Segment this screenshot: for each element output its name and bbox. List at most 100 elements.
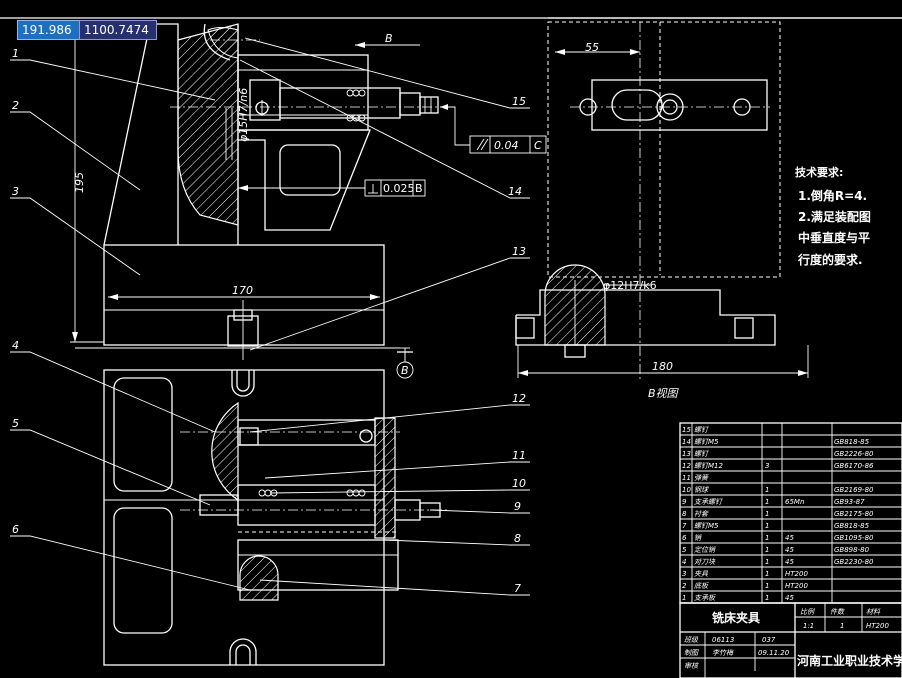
b-view [515, 21, 809, 380]
bom-no: 10 [682, 486, 691, 494]
title-block-checked-label: 审核 [684, 662, 699, 670]
datum-b-symbol: B [396, 351, 414, 379]
requirement-line-3: 中垂直度与平 [798, 230, 870, 245]
bom-name: 夹具 [694, 570, 709, 578]
requirement-line-1: 1.倒角R=4. [798, 188, 867, 203]
bom-standard: GB818-85 [834, 438, 870, 446]
bom-name: 螺钉M12 [694, 462, 723, 470]
perpendicularity-datum: B [415, 182, 423, 195]
bom-name: 衬套 [694, 510, 709, 518]
bom-row: 5 定位销 1 45 GB898-80 [682, 546, 870, 554]
dim-195-label: 195 [73, 172, 86, 193]
bom-material: HT200 [785, 582, 808, 590]
bom-no: 13 [682, 450, 691, 458]
coordinate-y-readout[interactable]: 1100.7474 [79, 20, 157, 40]
part-number-7: 7 [514, 582, 521, 595]
bom-material: 45 [785, 546, 794, 554]
datum-b-label: B [401, 364, 409, 377]
requirement-line-2: 2.满足装配图 [798, 209, 871, 224]
bom-qty: 1 [765, 510, 769, 518]
part-number-3: 3 [12, 185, 19, 198]
part-leaders [10, 37, 530, 596]
part-number-2: 2 [12, 99, 19, 112]
bom-standard: GB2226-80 [834, 450, 874, 458]
part-number-9: 9 [514, 500, 521, 513]
title-block-date: 09.11.20 [758, 649, 790, 657]
title-block-scale: 1:1 [803, 622, 814, 630]
bom-name: 支承板 [694, 594, 716, 602]
bom-name: 底板 [694, 582, 709, 590]
b-view-caption: B视图 [648, 387, 680, 400]
part-number-10: 10 [512, 477, 526, 490]
bom-qty: 1 [765, 546, 769, 554]
bom-name: 钢球 [694, 486, 709, 494]
bom-standard: GB898-80 [834, 546, 870, 554]
bom-qty: 1 [765, 594, 769, 602]
bom-no: 3 [682, 570, 686, 578]
top-view [103, 369, 450, 666]
part-number-8: 8 [514, 532, 521, 545]
parallelism-tolerance-frame: 0.04 C [469, 135, 547, 154]
bom-no: 15 [682, 426, 691, 434]
bom-no: 8 [682, 510, 687, 518]
dim-170-label: 170 [232, 284, 253, 297]
bom-standard: GB818-85 [834, 522, 870, 530]
parallelism-datum: C [534, 139, 542, 152]
bom-material: 45 [785, 558, 794, 566]
requirement-line-4: 行度的要求. [797, 252, 863, 267]
perpendicularity-tolerance-frame: 0.025 B [364, 179, 426, 197]
part-number-6: 6 [12, 523, 19, 536]
part-number-1: 1 [12, 47, 19, 60]
front-view [103, 23, 450, 360]
requirements-title: 技术要求: [795, 165, 843, 179]
title-block-qty-label: 件数 [830, 608, 845, 616]
bom-qty: 1 [765, 558, 769, 566]
part-numbers: 1 2 3 4 5 6 7 8 9 10 11 12 13 14 15 [12, 47, 526, 595]
bom-no: 1 [682, 594, 686, 602]
dim-180-label: 180 [652, 360, 673, 373]
title-block-designed-label: 班级 [684, 636, 699, 644]
title-block-school: 河南工业职业技术学院 [796, 653, 902, 668]
bom-name: 对刀块 [694, 558, 716, 566]
bom-no: 9 [682, 498, 687, 506]
part-number-11: 11 [512, 449, 526, 462]
bom-standard: GB6170-86 [834, 462, 874, 470]
part-number-5: 5 [12, 417, 19, 430]
coordinate-x-readout[interactable]: 191.986 [17, 20, 87, 40]
bom-qty: 3 [765, 462, 769, 470]
title-block-class-no: 06113 [712, 636, 734, 644]
bom-name: 定位销 [694, 546, 717, 554]
bom-no: 11 [682, 474, 691, 482]
title-block-name: 铣床夹具 [712, 610, 760, 625]
bom-no: 2 [682, 582, 687, 590]
bom-no: 5 [682, 546, 687, 554]
bom-standard: GB1095-80 [834, 534, 874, 542]
bom-name: 支承螺钉 [694, 498, 724, 506]
bom-qty: 1 [765, 498, 769, 506]
bom-name: 螺钉 [694, 426, 710, 434]
title-block-drawer: 李竹梅 [712, 649, 734, 657]
bom-no: 6 [682, 534, 687, 542]
view-b-arrow-label: B [385, 32, 393, 45]
bom-material: 65Mn [785, 498, 804, 506]
bom-standard: GB93-87 [834, 498, 865, 506]
title-block: 铣床夹具 比例 件数 材料 1:1 1 HT200 班级 06113 037 制… [679, 602, 902, 678]
title-block-material-label: 材料 [866, 608, 881, 616]
bom-standard: GB2169-80 [834, 486, 874, 494]
bom-no: 12 [682, 462, 691, 470]
dia-12-label: φ12H7/k6 [603, 279, 657, 292]
parallelism-value: 0.04 [494, 139, 519, 152]
